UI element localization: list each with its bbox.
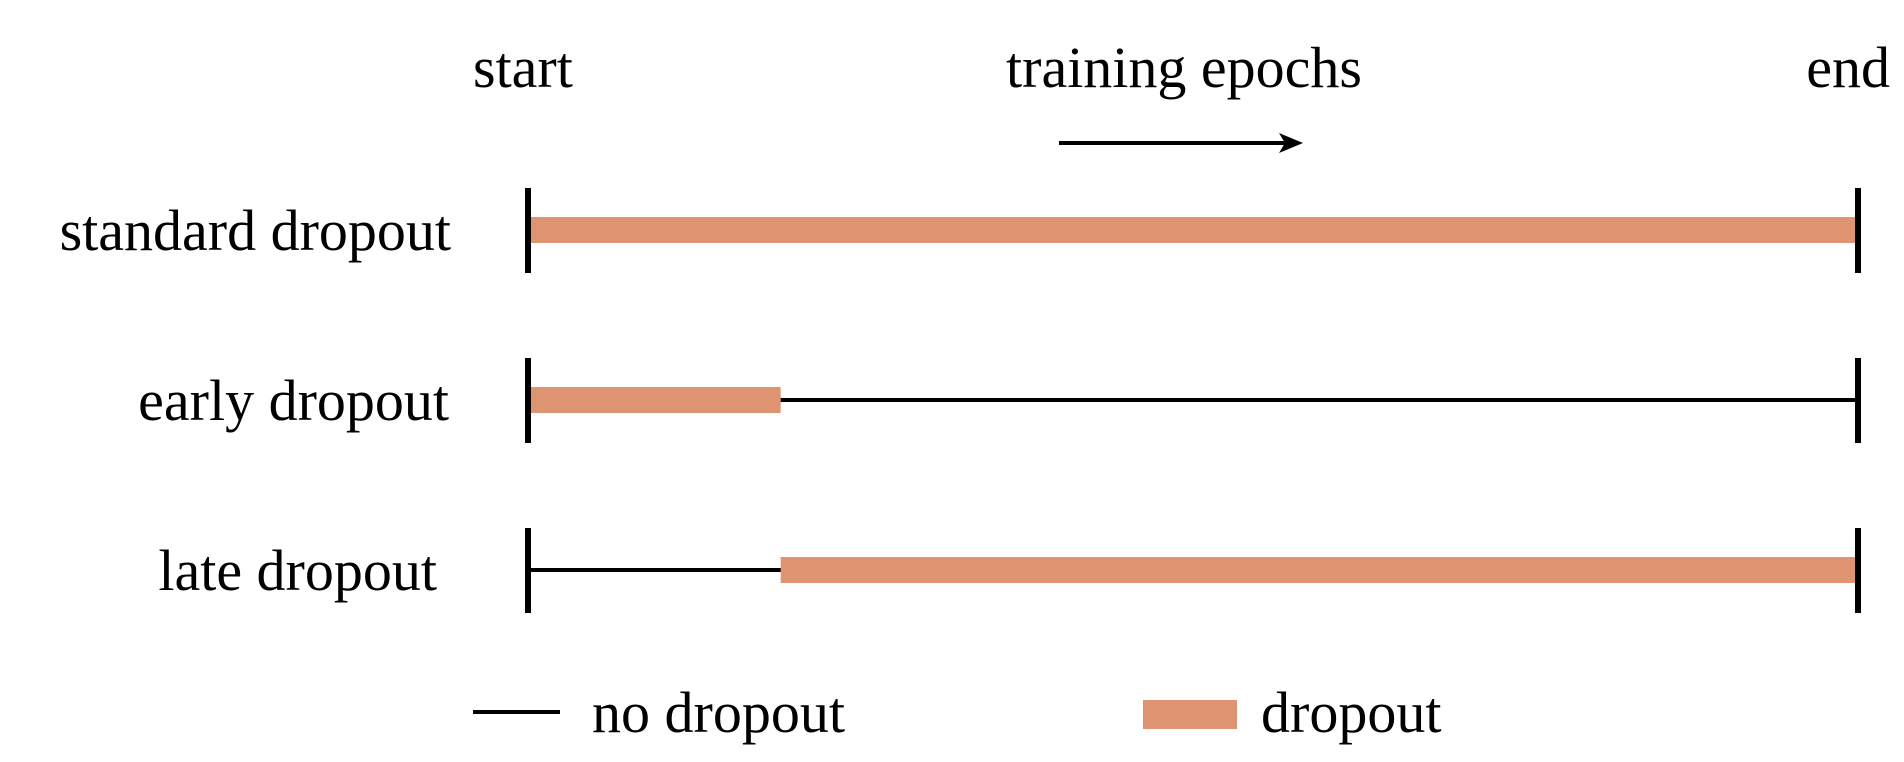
dropout-bar [528,217,1858,243]
row-label: early dropout [138,368,449,433]
legend-dropout-swatch [1143,700,1237,729]
axis-label: training epochs [1006,35,1362,100]
legend-dropout-label: dropout [1261,680,1441,745]
dropout-bar [528,387,781,413]
arrow-right-icon [1059,133,1303,153]
start-label: start [473,35,573,100]
row-label: late dropout [158,538,437,603]
dropout-bar [780,557,1859,583]
row-label: standard dropout [60,198,451,263]
end-label: end [1806,35,1890,100]
legend: no dropout dropout [473,680,1441,745]
legend-no-dropout-label: no dropout [592,680,845,745]
